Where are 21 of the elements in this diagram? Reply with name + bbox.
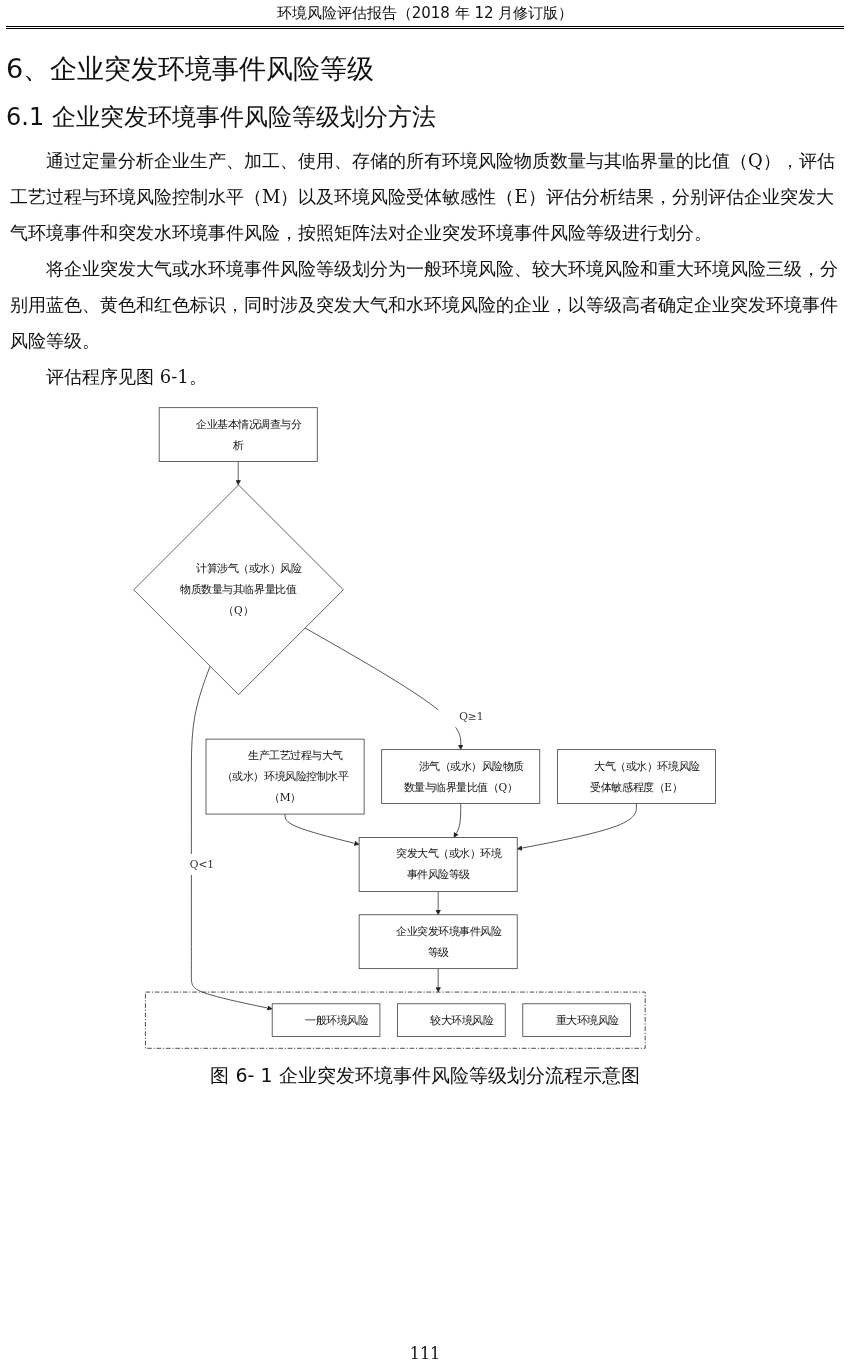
paragraph: 通过定量分析企业生产、加工、使用、存储的所有环境风险物质数量与其临界量的比值（Q），评估工艺过程与环境风险控制水平（M）以及环境风险受体敏感性（E）评估分析结果，分别评估企业突发大气环境事件和突发水环境事件风险，按照矩阵法对企业突发环境事件风险等级进行划分。	[10, 149, 836, 245]
paragraph: 评估程序见图 6-1。	[45, 365, 208, 389]
node-box: 重大环境风险	[522, 1003, 632, 1037]
node-diamond: 计算涉气（或水）风险物质数量与其临界量比值（Q）	[133, 484, 345, 695]
node-box: 企业基本情况调查与分析	[159, 407, 319, 462]
node-box: 突发大气（或水）环境事件风险等级	[359, 837, 519, 892]
node-box: 一般环境风险	[272, 1003, 381, 1037]
subsection-heading: 6.1 企业突发环境事件风险等级划分方法	[6, 102, 437, 133]
page-header: 环境风险评估报告（2018 年 12 月修订版）	[6, 0, 844, 29]
node-box: 生产工艺过程与大气（或水）环境风险控制水平（M）	[206, 738, 365, 815]
paragraph: 将企业突发大气或水环境事件风险等级划分为一般环境风险、较大环境风险和重大环境风险三级，分别用蓝色、黄色和红色标识，同时涉及突发大气和水环境风险的企业，以等级高者确定企业突发环境事件风险等级。	[10, 257, 839, 353]
figure-caption: 图 6- 1 企业突发环境事件风险等级划分流程示意图	[209, 1063, 641, 1088]
section-heading: 6、企业突发环境事件风险等级	[6, 52, 376, 86]
node-box: 较大环境风险	[397, 1003, 507, 1037]
edge-label: Q≥1	[459, 710, 484, 723]
edge-label: Q<1	[190, 857, 215, 871]
cluster	[145, 991, 647, 1049]
node-box: 大气（或水）环境风险受体敏感程度（E）	[557, 749, 717, 804]
node-box: 涉气（或水）风险物质数量与临界量比值（Q）	[381, 749, 541, 804]
node-box: 企业突发环境事件风险等级	[359, 914, 519, 970]
page-number: 111	[408, 1344, 442, 1363]
